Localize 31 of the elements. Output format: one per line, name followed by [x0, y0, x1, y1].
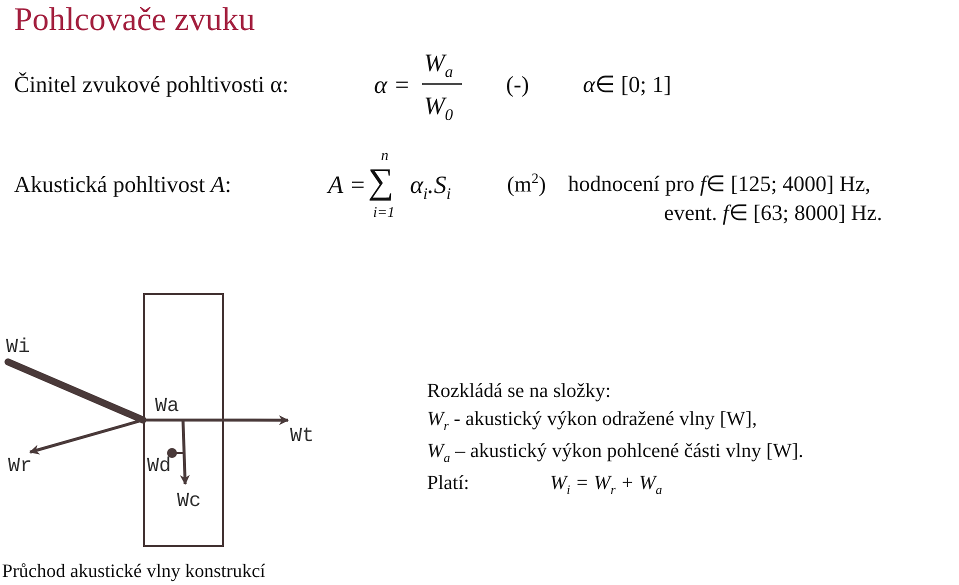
text-line: W$_{a}$ – akustický výkon pohlcené části vlny [W]. — [427, 440, 804, 466]
slide-title: Pohlcovače zvuku — [14, 2, 256, 38]
formula: α = — [374, 72, 410, 100]
text-line: Platí: — [427, 472, 470, 494]
formula: α∈ [0; 1] — [583, 72, 672, 98]
text-line: hodnocení pro f∈ [125; 4000] Hz, — [568, 172, 871, 196]
text-line: Akustická pohltivost A: — [14, 172, 232, 198]
arrow — [180, 420, 190, 485]
formula: i=1 — [373, 205, 395, 222]
symbol-label: Wa — [155, 396, 180, 418]
symbol-label: Wr — [8, 455, 42, 479]
text-line: Rozkládá se na složky: — [427, 380, 611, 402]
figure-caption: Průchod akustické vlny konstrukcí — [2, 562, 266, 583]
sum-sign: ∑ — [368, 162, 394, 202]
text-line: event. f∈ [63; 8000] Hz. — [664, 201, 882, 226]
symbol-label: Wi — [6, 336, 40, 360]
formula: A = — [328, 172, 366, 200]
unit-text: (m$^{2}$) — [507, 172, 546, 197]
formula: W$_{0}$ — [424, 93, 453, 125]
wall-section — [143, 293, 224, 547]
symbol-label: Wd — [147, 456, 172, 478]
incident-wave-line — [4, 358, 146, 424]
text-line: Činitel zvukové pohltivosti α: — [14, 72, 289, 98]
formula: α$_{i}$.S$_{i}$ — [410, 172, 451, 204]
formula: W$_{i}$ = W$_{r}$ + W$_{a}$ — [550, 472, 662, 498]
formula: W$_{a}$ — [424, 50, 453, 82]
formula: n — [381, 148, 388, 164]
symbol-label: Wt — [290, 425, 324, 449]
symbol-label: Wc — [177, 490, 211, 514]
unit-text: (-) — [506, 72, 529, 98]
text-line: W$_{r}$ - akustický výkon odražené vlny [W], — [427, 408, 757, 434]
